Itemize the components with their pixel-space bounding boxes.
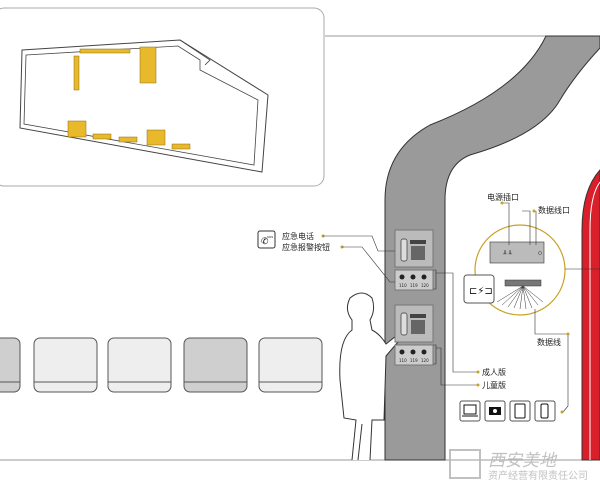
charging-plug-icon <box>463 274 495 304</box>
key-119[interactable]: 119 <box>410 358 418 363</box>
label-emergency-phone: 应急电话 <box>282 231 314 241</box>
label-adult-version: 成人版 <box>482 367 506 377</box>
floor-plan-inset <box>0 7 325 187</box>
charging-detail: ╨ ╨ ⊏⚡⊐ <box>463 224 600 316</box>
label-alarm-button: 应急报警按钮 <box>282 242 330 252</box>
svg-text:⊏⚡⊐: ⊏⚡⊐ <box>469 286 493 297</box>
label-power-socket: 电源插口 <box>487 192 519 202</box>
key-120[interactable]: 120 <box>421 283 429 288</box>
laptop-icon <box>459 400 481 422</box>
svg-text:西安美地: 西安美地 <box>488 451 558 471</box>
red-column <box>581 169 600 461</box>
emergency-phone-unit-bottom: 110 119 120 <box>394 304 434 366</box>
phone-icon <box>534 400 556 422</box>
benches <box>0 337 323 393</box>
sos-phone-icon <box>257 230 276 249</box>
key-110[interactable]: 110 <box>399 283 407 288</box>
gray-column <box>384 35 600 461</box>
key-120[interactable]: 120 <box>421 358 429 363</box>
emergency-phone-unit-top: 110 119 120 <box>394 229 434 291</box>
svg-text:✆: ✆ <box>261 237 269 247</box>
key-110[interactable]: 110 <box>399 358 407 363</box>
watermark: 西安美地 资产经营有限责任公司 <box>449 449 588 481</box>
svg-text:SOS: SOS <box>267 235 273 239</box>
key-119[interactable]: 119 <box>410 283 418 288</box>
label-child-version: 儿童版 <box>482 380 506 390</box>
svg-text:资产经营有限责任公司: 资产经营有限责任公司 <box>488 469 588 481</box>
label-data-port: 数据线口 <box>538 205 570 215</box>
svg-text:╨ ╨: ╨ ╨ <box>502 250 513 258</box>
label-data-cable: 数据线 <box>537 337 561 347</box>
person-silhouette <box>339 292 399 461</box>
